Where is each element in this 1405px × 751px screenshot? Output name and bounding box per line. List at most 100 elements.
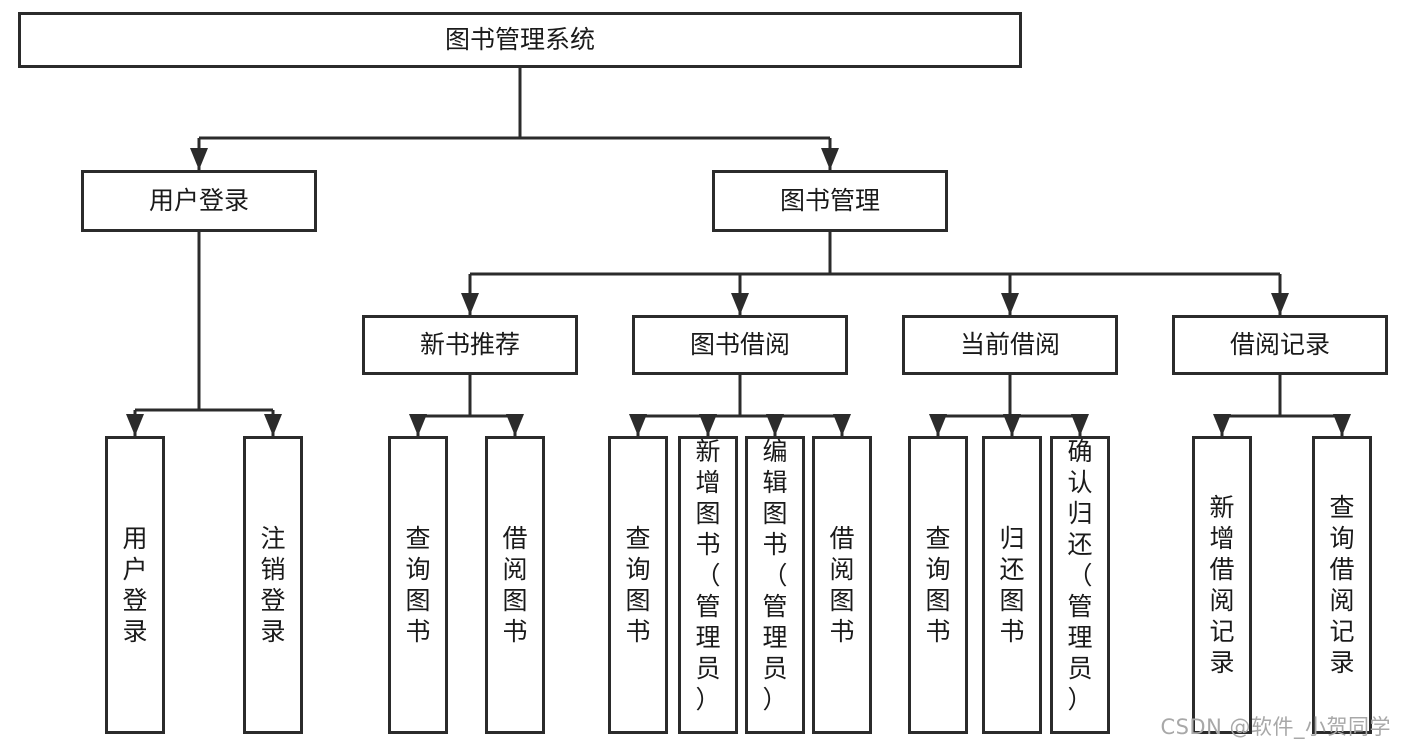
leaf-label-char: 管 (1067, 592, 1092, 621)
leaf-label: 新增借阅记录 (1209, 493, 1234, 677)
node-label: 新书推荐 (420, 330, 520, 359)
leaf-label-char: 理 (695, 623, 720, 652)
leaf-box (388, 436, 448, 734)
node-l3-1[interactable]: 图书借阅 (632, 315, 848, 375)
leaf-label-char: 图 (405, 586, 430, 615)
leaf-label-char: 员 (695, 654, 720, 683)
arrow-head-icon (821, 148, 839, 170)
leaf-label-char: 认 (1067, 468, 1092, 497)
leaf-label-char: 询 (925, 555, 950, 584)
leaf-label-char: 图 (695, 499, 720, 528)
leaf-label-char: 询 (625, 555, 650, 584)
leaf-node-7[interactable]: 借阅图书 (812, 436, 872, 734)
leaf-label: 用户登录 (122, 524, 147, 646)
leaf-node-10[interactable]: 确认归还（管理员） (1050, 436, 1110, 734)
leaf-node-11[interactable]: 新增借阅记录 (1192, 436, 1252, 734)
leaf-label-char: 书 (695, 530, 720, 559)
leaf-box (678, 436, 738, 734)
leaf-label-char: ） (1067, 685, 1092, 714)
leaf-label-char: 编 (762, 437, 787, 466)
leaf-label-char: 确 (1067, 437, 1092, 466)
leaf-node-9[interactable]: 归还图书 (982, 436, 1042, 734)
leaf-label-char: 书 (405, 617, 430, 646)
leaf-label-char: 阅 (502, 555, 527, 584)
node-root-0[interactable]: 图书管理系统 (18, 12, 1022, 68)
leaf-label-char: 还 (1067, 530, 1092, 559)
leaf-label: 编辑图书（管理员） (762, 437, 787, 714)
node-l3-3[interactable]: 借阅记录 (1172, 315, 1388, 375)
leaf-label-char: 借 (829, 524, 854, 553)
leaf-node-8[interactable]: 查询图书 (908, 436, 968, 734)
leaf-label: 查询图书 (405, 524, 430, 646)
leaf-label-char: 增 (695, 468, 720, 497)
leaf-label-char: 归 (999, 524, 1024, 553)
node-box (362, 315, 578, 375)
leaf-label-char: 管 (762, 592, 787, 621)
leaf-box (812, 436, 872, 734)
leaf-label-char: 归 (1067, 499, 1092, 528)
leaf-label-char: 图 (762, 499, 787, 528)
node-box (632, 315, 848, 375)
leaf-node-0[interactable]: 用户登录 (105, 436, 165, 734)
leaf-box (745, 436, 805, 734)
leaf-label: 查询借阅记录 (1329, 493, 1354, 677)
arrow-head-icon (264, 414, 282, 436)
leaf-box (243, 436, 303, 734)
arrow-head-icon (506, 414, 524, 436)
leaf-label-char: 书 (925, 617, 950, 646)
node-l3-0[interactable]: 新书推荐 (362, 315, 578, 375)
leaf-node-6[interactable]: 编辑图书（管理员） (745, 436, 805, 734)
leaf-label-char: （ (1067, 561, 1092, 590)
leaf-label-char: 新 (695, 437, 720, 466)
leaf-label-char: （ (695, 561, 720, 590)
leaf-node-1[interactable]: 注销登录 (243, 436, 303, 734)
leaf-label-char: 用 (122, 524, 147, 553)
node-l3-2[interactable]: 当前借阅 (902, 315, 1118, 375)
leaf-label-char: 书 (999, 617, 1024, 646)
arrow-head-icon (461, 293, 479, 315)
leaf-label-char: 户 (122, 555, 147, 584)
leaf-label-char: 借 (1209, 555, 1234, 584)
leaf-label-char: 阅 (829, 555, 854, 584)
leaf-label-char: ） (762, 685, 787, 714)
leaf-label-char: 借 (1329, 555, 1354, 584)
leaf-box (105, 436, 165, 734)
leaf-label-char: 阅 (1329, 586, 1354, 615)
leaf-label-char: 图 (625, 586, 650, 615)
leaf-label-char: 阅 (1209, 586, 1234, 615)
leaf-label-char: 询 (1329, 524, 1354, 553)
arrow-head-icon (1333, 414, 1351, 436)
node-box (1172, 315, 1388, 375)
node-l2-1[interactable]: 图书管理 (712, 170, 948, 232)
leaf-node-3[interactable]: 借阅图书 (485, 436, 545, 734)
leaf-label-char: 管 (695, 592, 720, 621)
leaf-label: 新增图书（管理员） (695, 437, 720, 714)
node-box (712, 170, 948, 232)
leaf-label-char: 查 (1329, 493, 1354, 522)
arrow-head-icon (833, 414, 851, 436)
leaf-label: 归还图书 (999, 524, 1024, 646)
arrow-head-icon (1003, 414, 1021, 436)
node-label: 当前借阅 (960, 330, 1060, 359)
leaf-node-5[interactable]: 新增图书（管理员） (678, 436, 738, 734)
node-label: 图书管理 (780, 186, 880, 215)
node-l2-0[interactable]: 用户登录 (81, 170, 317, 232)
leaf-node-2[interactable]: 查询图书 (388, 436, 448, 734)
leaf-label-char: 销 (260, 555, 285, 584)
arrow-head-icon (699, 414, 717, 436)
leaf-label-char: 查 (625, 524, 650, 553)
arrow-head-icon (929, 414, 947, 436)
arrow-head-icon (190, 148, 208, 170)
leaf-label-char: 还 (999, 555, 1024, 584)
connector-layer (126, 68, 1351, 436)
leaf-label-char: 登 (260, 586, 285, 615)
node-box (18, 12, 1022, 68)
leaf-label-char: 图 (999, 586, 1024, 615)
leaf-node-12[interactable]: 查询借阅记录 (1312, 436, 1372, 734)
leaf-node-4[interactable]: 查询图书 (608, 436, 668, 734)
arrow-head-icon (1001, 293, 1019, 315)
leaf-label-char: 理 (762, 623, 787, 652)
arrow-head-icon (731, 293, 749, 315)
leaf-label-char: 录 (122, 617, 147, 646)
